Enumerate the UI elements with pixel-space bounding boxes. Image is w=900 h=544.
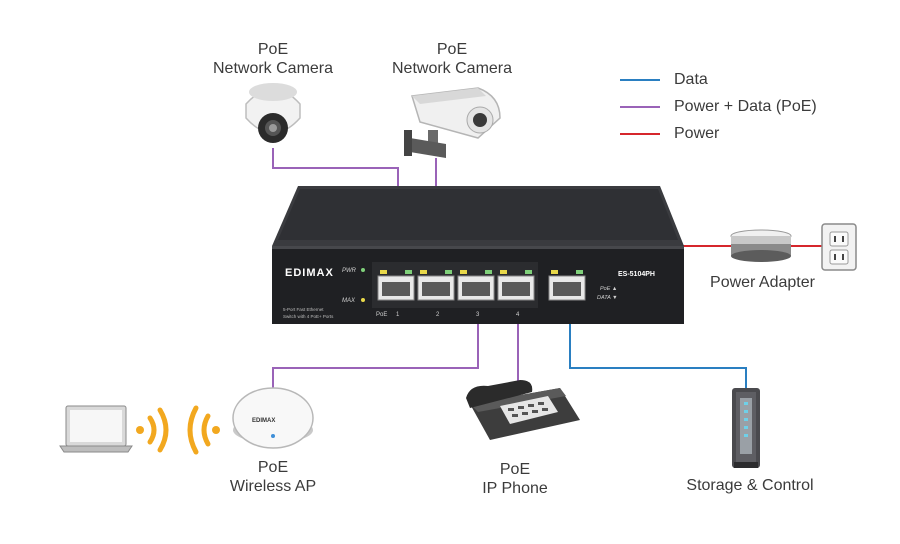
label-ip-phone-line1: PoE — [499, 461, 531, 478]
label-wireless-ap-line2: Wireless AP — [229, 478, 317, 495]
label-storage: Storage & Control — [670, 476, 830, 495]
switch-data-indicator: DATA ▼ — [597, 295, 618, 301]
label-ip-phone: PoE IP Phone — [455, 460, 575, 498]
line-storage — [569, 300, 747, 390]
port-leds — [380, 270, 583, 274]
switch-top-highlight — [278, 189, 678, 240]
port-number-4: 4 — [516, 312, 520, 318]
port-number-1: 1 — [396, 312, 400, 318]
label-storage-text: Storage & Control — [686, 477, 814, 494]
switch-brand: EDIMAX — [285, 267, 334, 279]
wifi-waves-icon — [136, 405, 220, 455]
switch-desc-line1: 5-Port Fast Ethernet — [283, 307, 324, 312]
legend-item-data: Data — [620, 66, 817, 93]
ip-phone-icon — [466, 380, 580, 440]
ap-brand: EDIMAX — [252, 418, 275, 424]
switch-max-label: MAX — [342, 298, 356, 304]
switch-desc-line2: Switch with 4 PoE+ Ports — [283, 314, 334, 319]
label-camera-bullet: PoE Network Camera — [382, 40, 522, 78]
label-camera-dome-line1: PoE — [257, 41, 289, 58]
bullet-camera-icon — [404, 87, 501, 158]
label-camera-dome: PoE Network Camera — [203, 40, 343, 78]
label-power-adapter: Power Adapter — [690, 273, 835, 292]
port-number-3: 3 — [476, 312, 480, 318]
power-adapter-icon — [730, 229, 792, 262]
connection-lines — [272, 148, 824, 392]
legend-label-poe: Power + Data (PoE) — [674, 97, 817, 115]
label-camera-bullet-line1: PoE — [436, 41, 468, 58]
legend-item-power: Power — [620, 120, 817, 147]
pwr-led — [361, 268, 365, 272]
storage-icon — [732, 388, 760, 468]
dome-camera-icon — [245, 83, 301, 143]
switch-front-edge — [272, 246, 684, 249]
switch-model: ES-5104PH — [618, 271, 655, 278]
label-power-adapter-text: Power Adapter — [710, 274, 815, 291]
legend-swatch-data — [620, 78, 660, 81]
switch-device: EDIMAX PWR MAX 5-Port Fast Ethernet Swit… — [272, 186, 684, 324]
legend-swatch-poe — [620, 105, 660, 108]
max-led — [361, 298, 365, 302]
legend-label-power: Power — [674, 124, 720, 142]
line-wireless-ap — [272, 300, 479, 392]
laptop-icon — [59, 405, 133, 453]
port-number-2: 2 — [436, 312, 440, 318]
legend-item-poe: Power + Data (PoE) — [620, 93, 817, 120]
switch-pwr-label: PWR — [342, 268, 357, 274]
switch-poe-indicator: PoE ▲ — [600, 286, 617, 292]
label-wireless-ap-line1: PoE — [257, 459, 289, 476]
legend-swatch-power — [620, 132, 660, 135]
wall-outlet-icon — [821, 223, 857, 271]
wireless-ap-icon: EDIMAX — [232, 387, 314, 449]
legend: Data Power + Data (PoE) Power — [620, 66, 817, 147]
label-camera-dome-line2: Network Camera — [212, 60, 334, 77]
label-ip-phone-line2: IP Phone — [482, 480, 548, 497]
switch-poe-label: PoE — [376, 312, 387, 318]
label-wireless-ap: PoE Wireless AP — [213, 458, 333, 496]
legend-label-data: Data — [674, 70, 708, 88]
label-camera-bullet-line2: Network Camera — [391, 60, 513, 77]
